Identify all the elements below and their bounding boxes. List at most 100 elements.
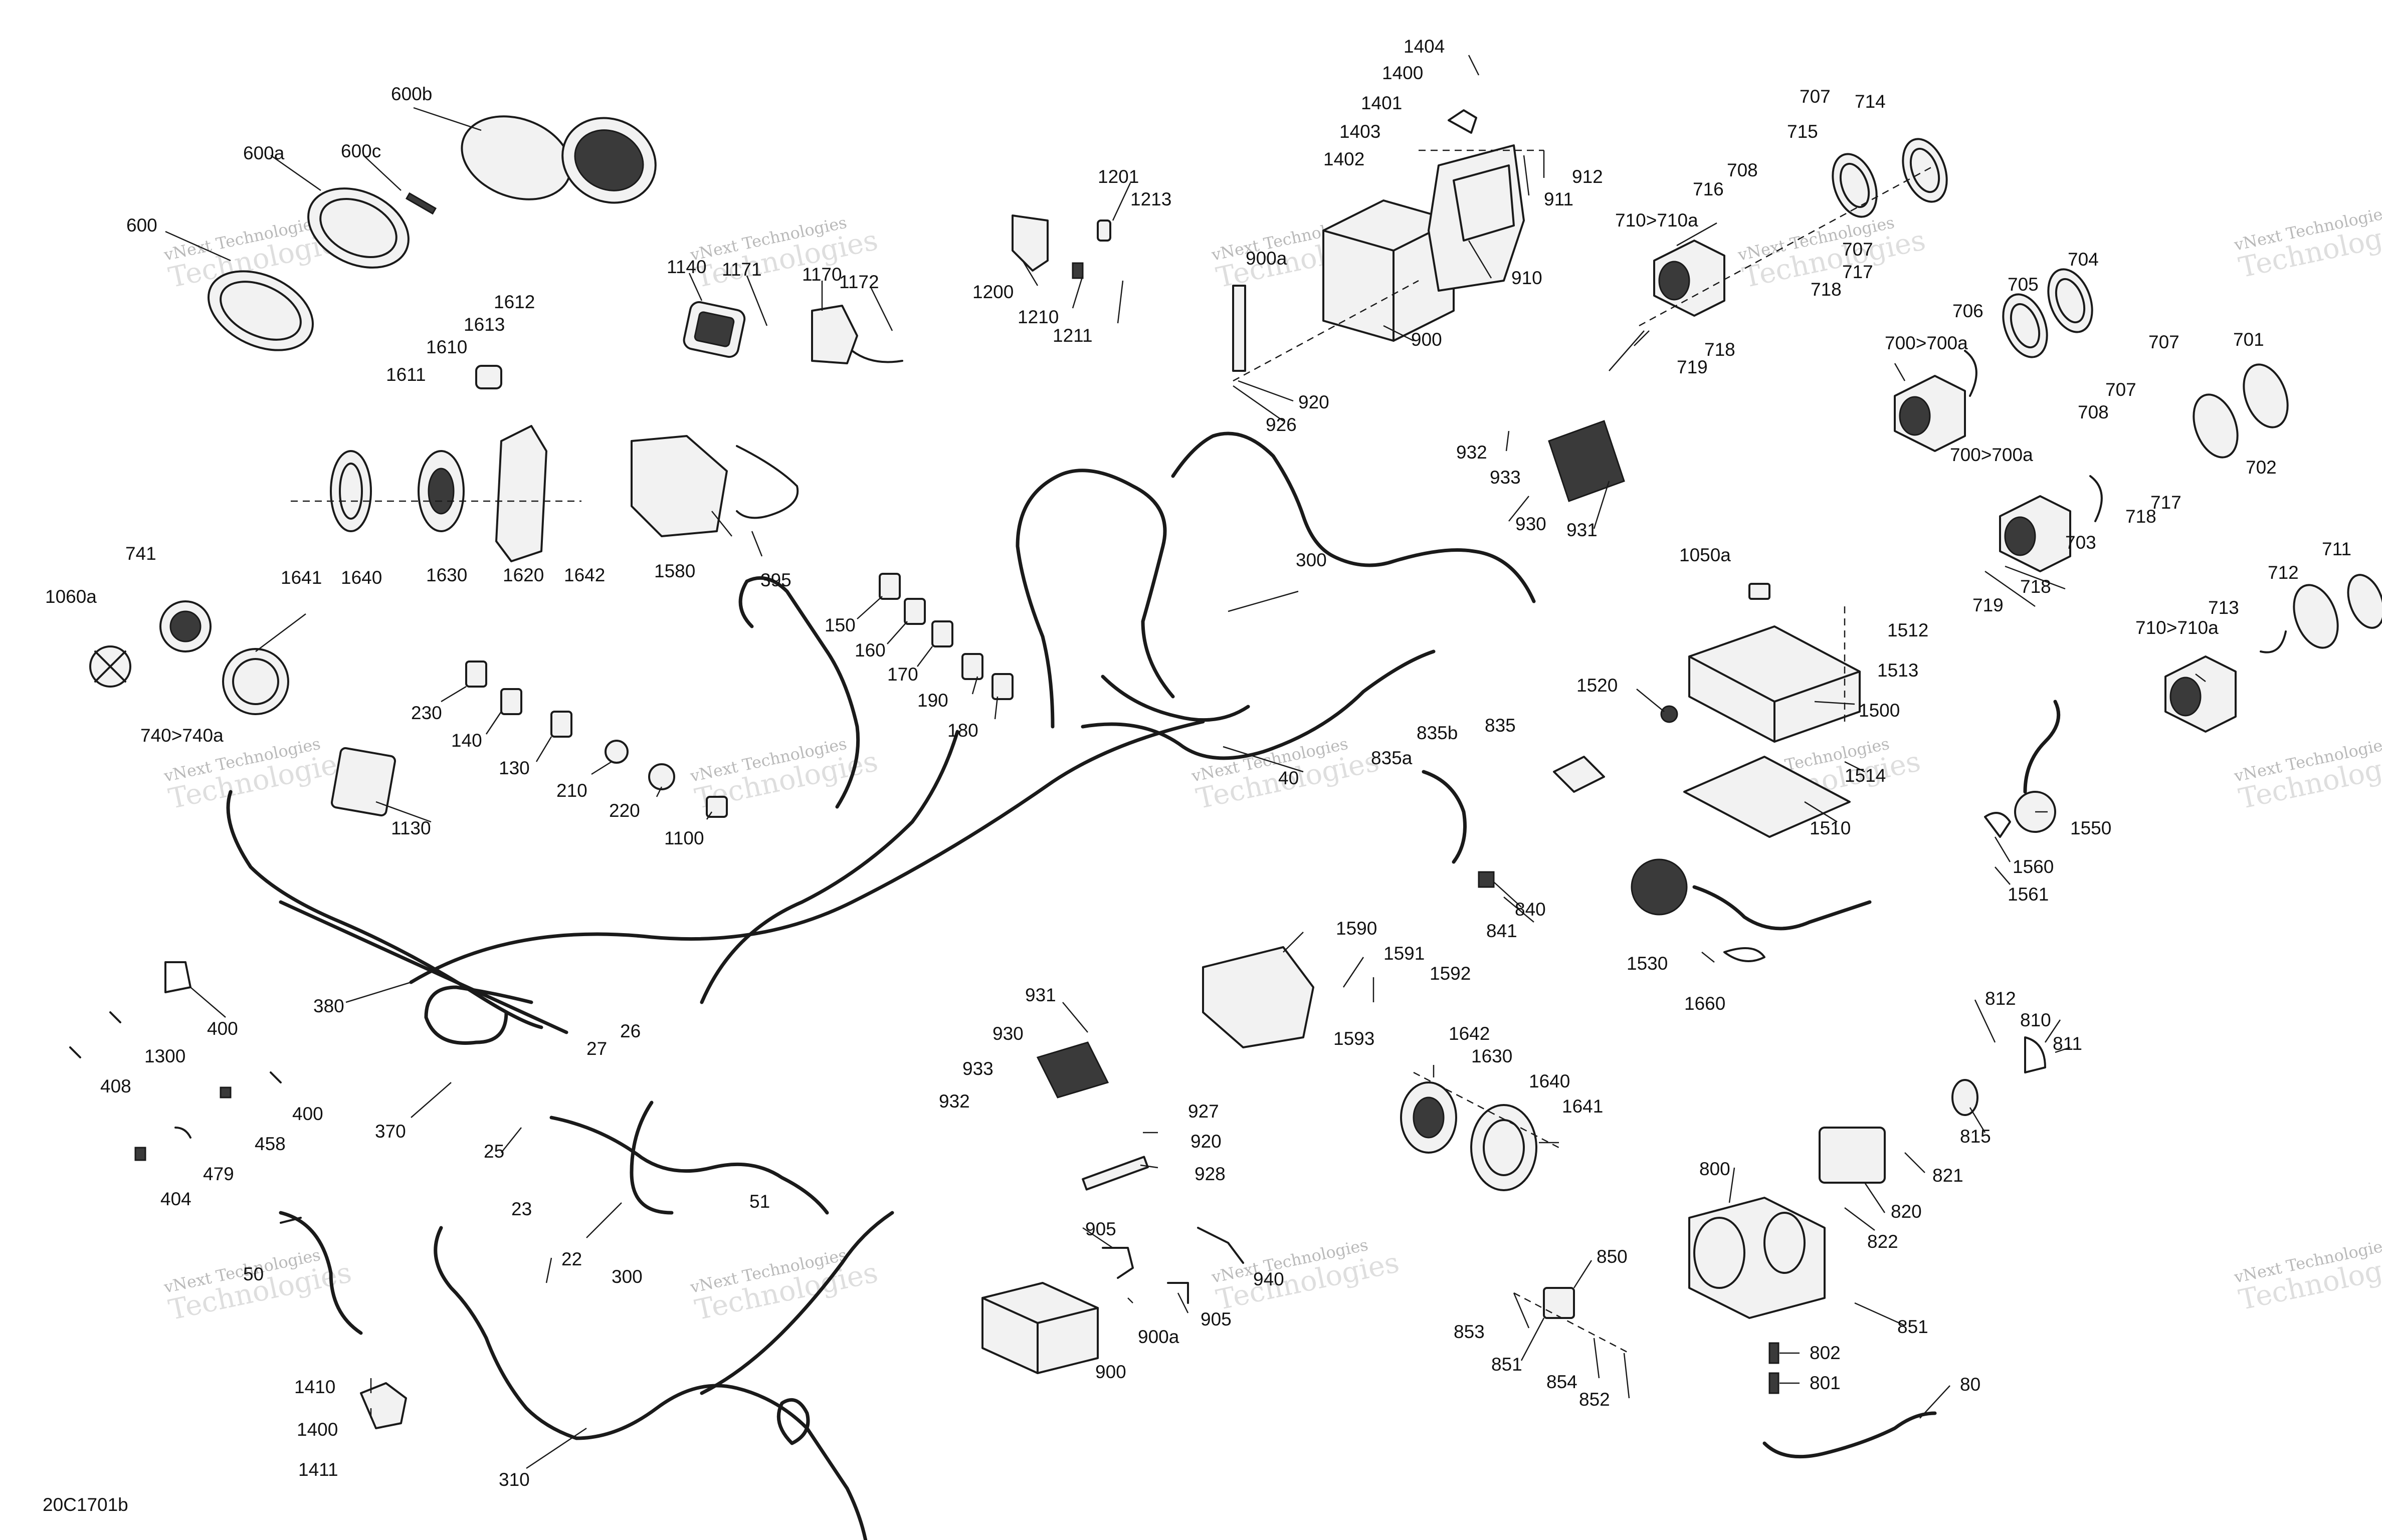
speaker-ring-712 — [2293, 584, 2339, 649]
battery-900-lower — [981, 1282, 1099, 1374]
part-label: 810 — [2020, 1010, 2051, 1030]
switch-140 — [500, 688, 522, 715]
part-label: 600a — [243, 143, 285, 163]
switch-parts — [465, 573, 1014, 818]
part-label: 600 — [126, 215, 157, 236]
part-label: 718 — [2020, 576, 2051, 597]
part-label: 835a — [1371, 748, 1413, 768]
part-label: 932 — [939, 1091, 970, 1112]
part-label: 400 — [292, 1104, 323, 1124]
battery-900 — [1322, 199, 1455, 342]
bracket-810 — [2024, 1036, 2046, 1073]
part-label: 820 — [1891, 1201, 1922, 1222]
switch-190 — [961, 653, 983, 680]
part-label: 1592 — [1430, 963, 1471, 984]
clip-703 — [2089, 475, 2103, 522]
part-label: 928 — [1195, 1164, 1226, 1184]
speaker-ring-702 — [2193, 393, 2239, 459]
part-label: 708 — [1727, 160, 1758, 180]
bracket-905b — [1167, 1282, 1189, 1304]
part-label: 704 — [2068, 249, 2099, 270]
part-label: 900 — [1095, 1362, 1126, 1382]
part-label: 718 — [2125, 506, 2156, 527]
part-label: 801 — [1810, 1373, 1841, 1393]
speaker-parts-left — [291, 365, 799, 562]
part-label: 1610 — [426, 337, 467, 357]
part-label: 170 — [887, 664, 918, 685]
clip-1210 — [1072, 262, 1084, 279]
part-label: 230 — [411, 703, 442, 723]
screw-600c — [405, 192, 437, 215]
watermark: vNext Technologies Technologies — [2232, 734, 2382, 816]
contactor-820 — [1819, 1127, 1886, 1184]
part-label: 812 — [1985, 988, 2016, 1009]
sensor-840 — [1478, 871, 1495, 888]
battery-box-parts — [1232, 109, 1544, 382]
part-label: 1510 — [1810, 818, 1851, 838]
part-label: 180 — [947, 720, 978, 741]
module-1130 — [331, 747, 396, 817]
part-label: 1641 — [1562, 1096, 1603, 1117]
part-label: 1200 — [972, 282, 1014, 302]
part-label: 933 — [962, 1058, 994, 1079]
strap-920-lower — [1082, 1156, 1149, 1191]
part-label: 1211 — [1053, 325, 1093, 346]
winch-parts — [1688, 1036, 2046, 1394]
part-label: 800 — [1699, 1159, 1730, 1179]
display-module-parts — [683, 301, 903, 364]
part-label: 1512 — [1887, 620, 1928, 640]
part-label: 716 — [1693, 179, 1724, 199]
part-label: 931 — [1566, 520, 1598, 540]
speaker-parts-lower-center — [1202, 946, 1559, 1191]
part-label: 1213 — [1130, 189, 1171, 209]
part-label: 705 — [2008, 274, 2039, 295]
switch-180 — [991, 673, 1014, 700]
part-label: 1514 — [1845, 765, 1886, 786]
part-label: 802 — [1810, 1343, 1841, 1363]
part-label: 1641 — [281, 567, 322, 588]
part-label: 933 — [1490, 467, 1521, 488]
cover-1590 — [1202, 946, 1314, 1048]
bracket-1620 — [495, 425, 547, 562]
part-label: 1640 — [341, 567, 382, 588]
part-label: 25 — [484, 1141, 504, 1162]
clip-408 — [69, 1046, 81, 1058]
part-label: 1550 — [2070, 818, 2111, 838]
part-label: 940 — [1253, 1269, 1284, 1289]
relay-lower-parts — [280, 1217, 407, 1429]
relay-1400 — [1448, 109, 1477, 134]
part-label: 300 — [1296, 550, 1327, 570]
speaker-grille-711 — [2347, 574, 2382, 629]
speaker-ring-705 — [2002, 293, 2048, 358]
part-label: 23 — [511, 1199, 532, 1219]
part-label: 1590 — [1336, 918, 1377, 939]
part-label: 1591 — [1383, 943, 1425, 964]
part-label: 1580 — [654, 561, 695, 581]
part-label: 150 — [825, 615, 856, 635]
bracket-1170 — [811, 305, 858, 364]
part-label: 404 — [160, 1189, 191, 1209]
part-label: 1530 — [1627, 953, 1668, 974]
part-label: 706 — [1952, 301, 1983, 321]
socket-210 — [605, 740, 629, 764]
relay-1400-lower — [360, 1382, 407, 1429]
part-label: 1611 — [386, 364, 426, 385]
part-label: 715 — [1787, 121, 1818, 142]
part-label: 1411 — [298, 1459, 338, 1480]
clip-parts-lower-left — [69, 961, 282, 1161]
part-label: 1100 — [664, 828, 704, 848]
part-label: 835b — [1417, 723, 1458, 743]
part-labels: 600 600a 600b 600c 1140 1171 1170 1172 1… — [45, 36, 2351, 1490]
part-label: 850 — [1597, 1246, 1628, 1267]
part-label: 700>700a — [1950, 445, 2033, 465]
part-label: 1404 — [1404, 36, 1445, 57]
part-label: 1630 — [426, 565, 467, 585]
part-label: 711 — [2322, 539, 2351, 559]
part-drawings — [69, 109, 2382, 1540]
part-label: 1201 — [1098, 166, 1139, 187]
part-label: 160 — [855, 640, 886, 661]
part-label: 140 — [451, 730, 482, 751]
part-label: 900 — [1411, 329, 1442, 350]
part-label: 1400 — [297, 1419, 338, 1440]
regulator-930-lower — [1036, 1041, 1109, 1098]
